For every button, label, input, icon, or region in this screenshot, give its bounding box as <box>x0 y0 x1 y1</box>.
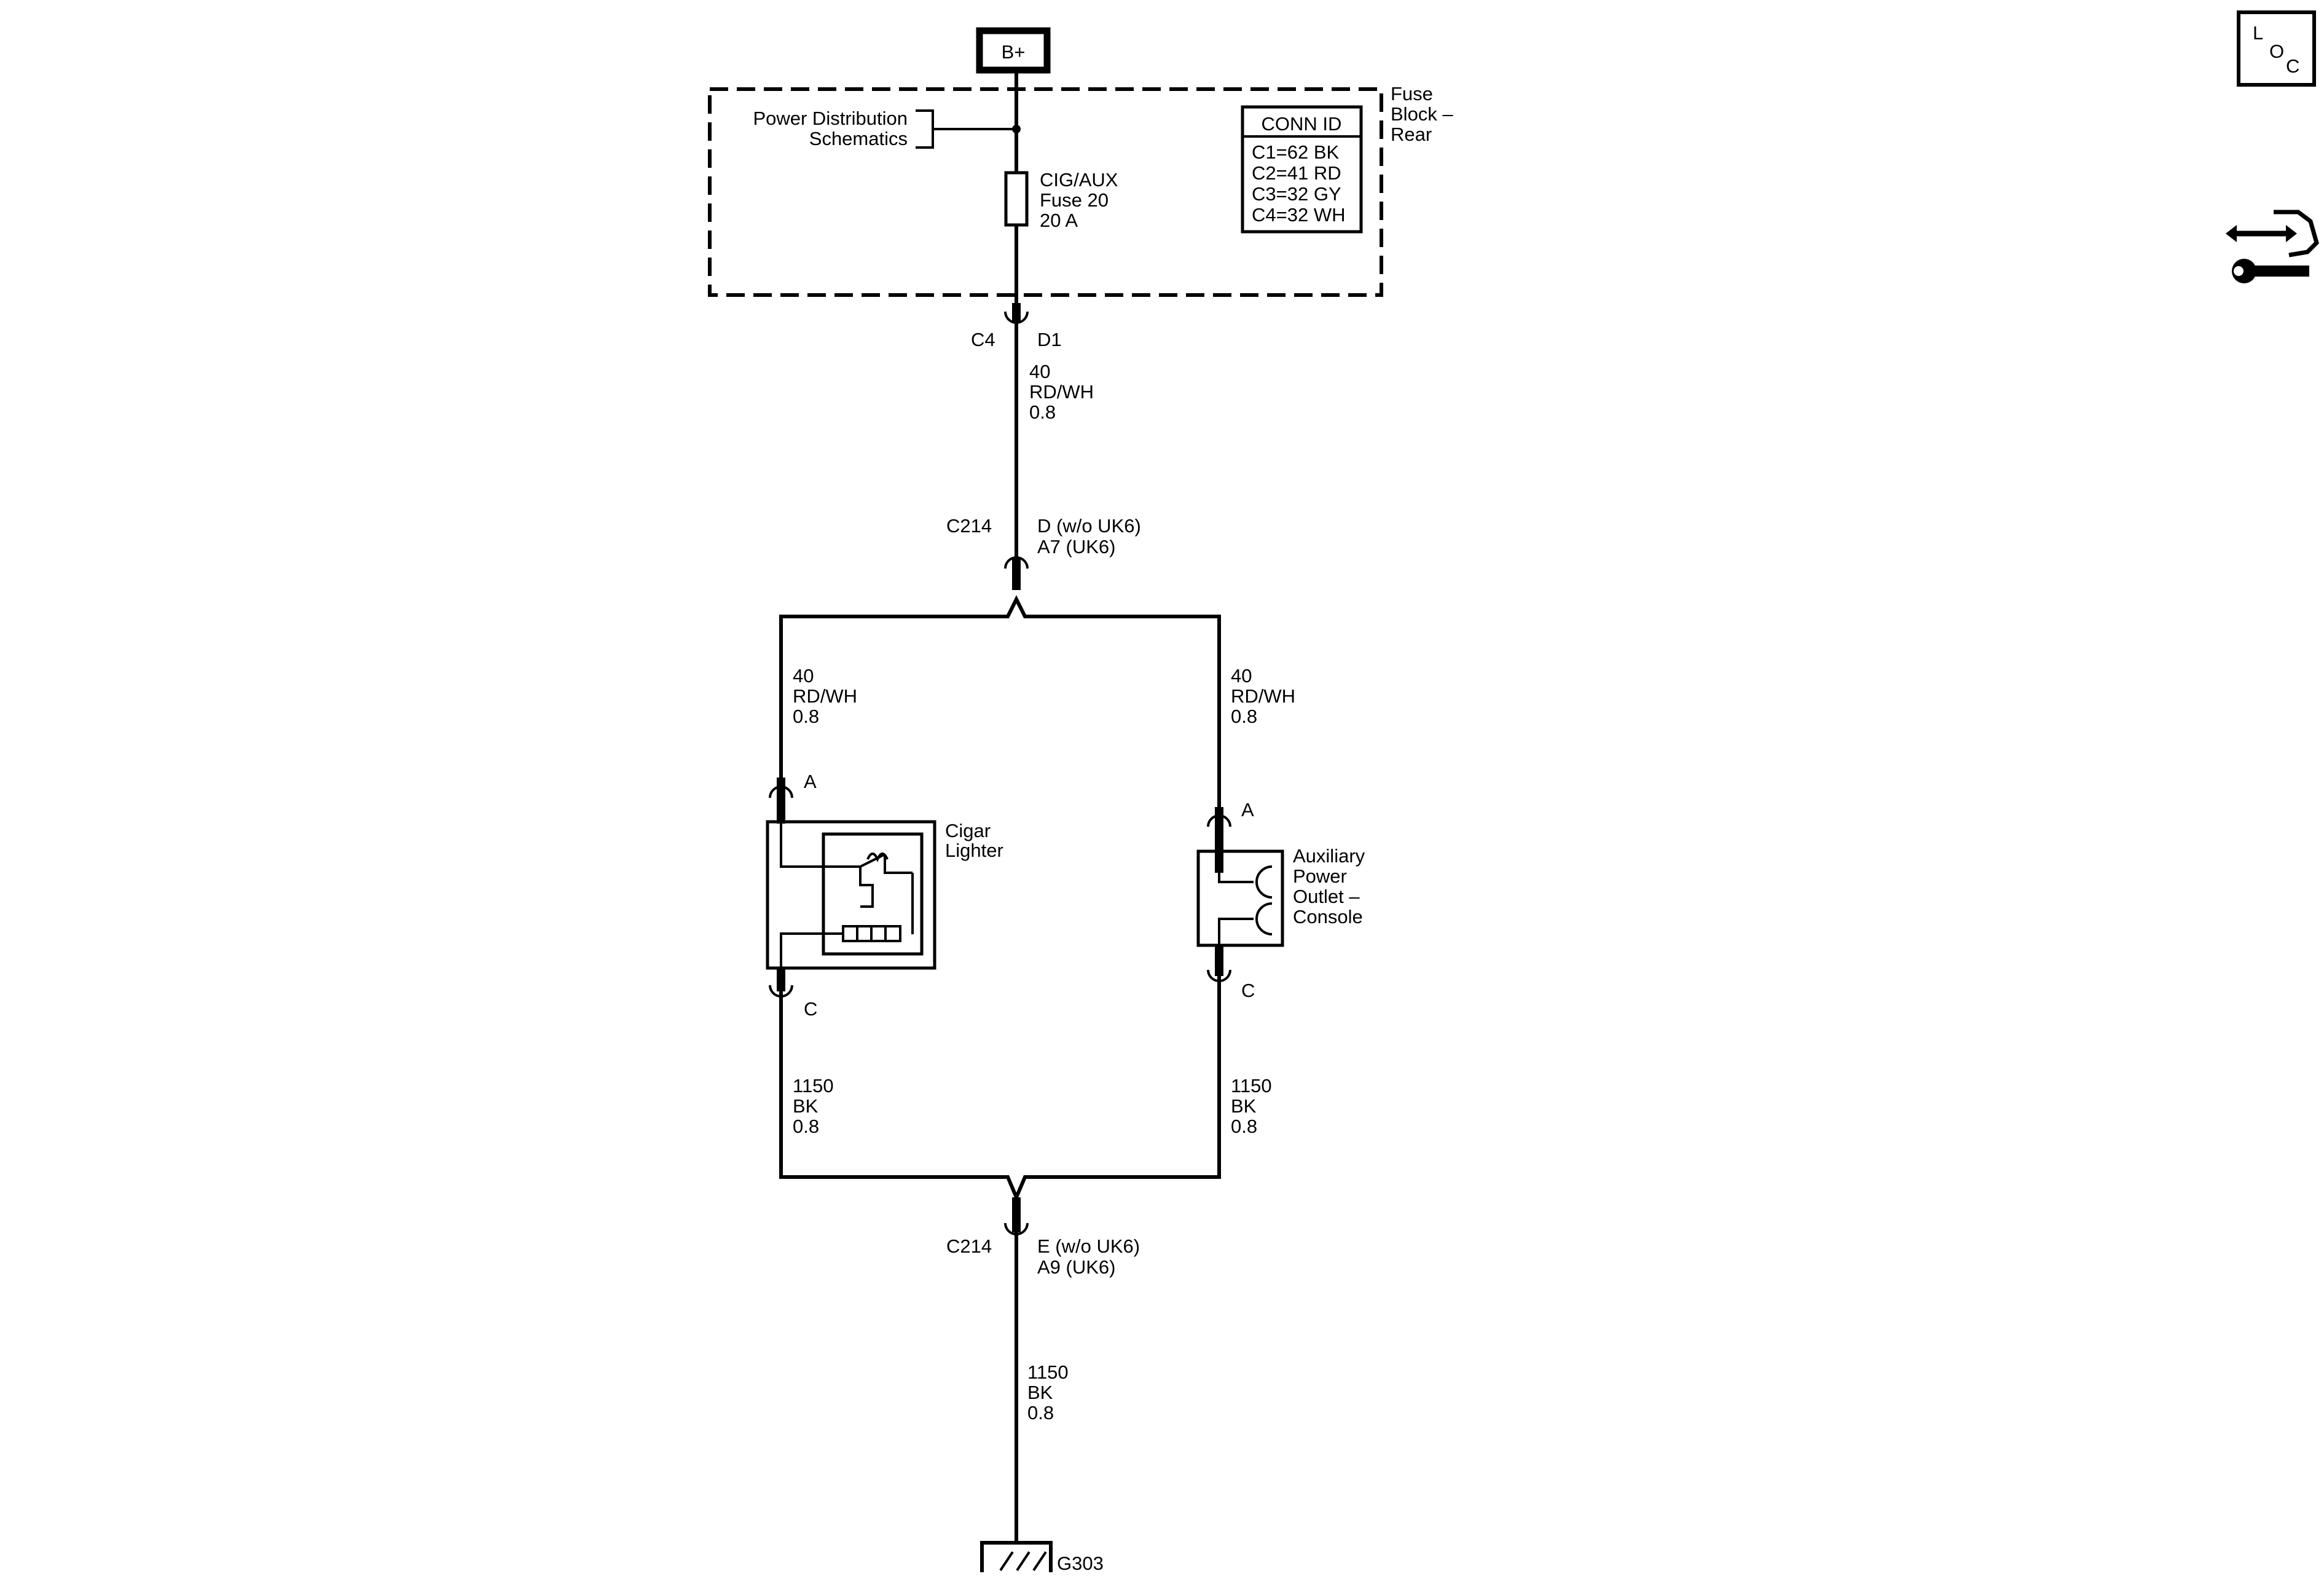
svg-text:1150: 1150 <box>793 1075 834 1097</box>
aux-power-outlet-console: A C Auxiliary Power Outlet – Console <box>1196 799 1365 1001</box>
svg-text:A7 (UK6): A7 (UK6) <box>1037 536 1115 557</box>
wire-label-right-ground: 1150 BK 0.8 <box>1231 1075 1272 1137</box>
wire-join-bottom <box>779 974 1221 1202</box>
svg-text:C3=32 GY: C3=32 GY <box>1252 183 1341 205</box>
svg-text:20 A: 20 A <box>1040 210 1078 231</box>
svg-text:Console: Console <box>1293 906 1363 927</box>
svg-text:Fuse: Fuse <box>1391 83 1433 104</box>
fuse-20-label: CIG/AUX Fuse 20 20 A <box>1040 169 1118 231</box>
svg-text:E (w/o UK6): E (w/o UK6) <box>1037 1235 1140 1257</box>
svg-text:C: C <box>804 998 817 1020</box>
battery-positive-terminal: B+ <box>976 27 1051 74</box>
cigar-lighter: A C Cigar Lighter <box>766 771 1003 1020</box>
svg-text:0.8: 0.8 <box>1231 706 1257 727</box>
svg-text:Auxiliary: Auxiliary <box>1293 845 1365 867</box>
svg-text:1150: 1150 <box>1027 1361 1069 1383</box>
wire-label-right-feed: 40 RD/WH 0.8 <box>1231 665 1295 727</box>
svg-text:BK: BK <box>1231 1095 1257 1117</box>
svg-text:0.8: 0.8 <box>1027 1402 1054 1423</box>
connector-repair-icon[interactable] <box>2226 210 2319 283</box>
ground-g303: G303 <box>980 1541 1104 1574</box>
svg-text:O: O <box>2269 41 2284 62</box>
svg-text:Lighter: Lighter <box>945 840 1003 861</box>
svg-text:C4=32 WH: C4=32 WH <box>1252 204 1345 226</box>
svg-text:Rear: Rear <box>1391 124 1432 145</box>
svg-text:B+: B+ <box>1002 41 1026 63</box>
svg-text:D (w/o UK6): D (w/o UK6) <box>1037 515 1141 537</box>
fuse-block-rear-outline <box>708 87 1383 297</box>
wire-label-main-feed: 40 RD/WH 0.8 <box>1029 361 1094 423</box>
wire-label-left-ground: 1150 BK 0.8 <box>793 1075 834 1137</box>
svg-text:C1=62 BK: C1=62 BK <box>1252 141 1340 163</box>
svg-text:L: L <box>2253 22 2263 44</box>
wire-label-main-ground: 1150 BK 0.8 <box>1027 1361 1069 1423</box>
svg-text:C214: C214 <box>946 515 992 537</box>
svg-text:Cigar: Cigar <box>945 820 991 841</box>
connector-c214-bottom: C214 E (w/o UK6) A9 (UK6) <box>946 1197 1140 1278</box>
svg-text:G303: G303 <box>1057 1553 1104 1574</box>
svg-text:CONN ID: CONN ID <box>1262 113 1342 135</box>
svg-text:BK: BK <box>793 1095 819 1117</box>
connector-c214-top: C214 D (w/o UK6) A7 (UK6) <box>946 515 1141 590</box>
svg-text:Fuse 20: Fuse 20 <box>1040 189 1109 211</box>
svg-text:C2=41 RD: C2=41 RD <box>1252 162 1341 184</box>
svg-text:1150: 1150 <box>1231 1075 1272 1097</box>
svg-text:C214: C214 <box>946 1235 992 1257</box>
svg-text:Schematics: Schematics <box>809 128 908 149</box>
wire-split-top <box>779 595 1221 809</box>
svg-text:40: 40 <box>1231 665 1252 687</box>
svg-text:0.8: 0.8 <box>793 1116 819 1137</box>
fuse-block-label: Fuse Block – Rear <box>1391 83 1453 145</box>
svg-text:Block –: Block – <box>1391 103 1453 125</box>
svg-text:A: A <box>1241 799 1254 821</box>
location-icon[interactable]: L O C <box>2237 10 2316 87</box>
svg-text:Power Distribution: Power Distribution <box>753 108 908 129</box>
svg-text:0.8: 0.8 <box>1231 1116 1257 1137</box>
svg-text:RD/WH: RD/WH <box>1231 685 1295 707</box>
svg-text:RD/WH: RD/WH <box>793 685 857 707</box>
fuse-20-symbol <box>1004 171 1029 227</box>
svg-text:CIG/AUX: CIG/AUX <box>1040 169 1118 191</box>
svg-text:RD/WH: RD/WH <box>1029 381 1094 403</box>
svg-text:0.8: 0.8 <box>1029 401 1056 423</box>
power-distribution-reference[interactable]: Power Distribution Schematics <box>753 108 1016 149</box>
svg-text:40: 40 <box>793 665 814 687</box>
svg-text:Outlet –: Outlet – <box>1293 886 1360 907</box>
svg-text:A: A <box>804 771 817 792</box>
svg-text:Power: Power <box>1293 865 1347 887</box>
wire-label-left-feed: 40 RD/WH 0.8 <box>793 665 857 727</box>
svg-text:D1: D1 <box>1037 329 1062 350</box>
connector-c4-d1: C4 D1 <box>971 303 1062 350</box>
svg-text:A9 (UK6): A9 (UK6) <box>1037 1256 1115 1278</box>
conn-id-table: CONN ID C1=62 BK C2=41 RD C3=32 GY C4=32… <box>1241 105 1363 234</box>
svg-text:C: C <box>1241 980 1255 1001</box>
svg-text:C: C <box>2286 55 2299 77</box>
svg-text:0.8: 0.8 <box>793 706 819 727</box>
svg-text:BK: BK <box>1027 1382 1053 1403</box>
svg-text:40: 40 <box>1029 361 1050 382</box>
svg-text:C4: C4 <box>971 329 995 350</box>
